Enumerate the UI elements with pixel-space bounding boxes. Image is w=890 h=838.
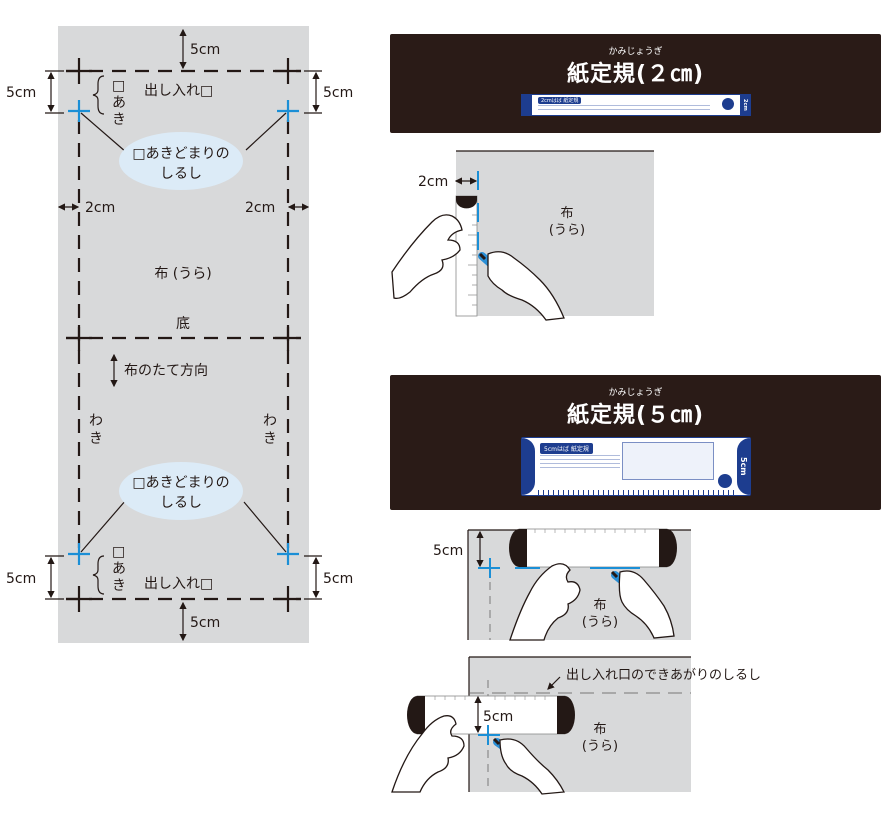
step2-dim-label: 5cm — [433, 543, 463, 559]
side-left-char2: き — [89, 431, 103, 447]
dim-top-label: 5cm — [190, 42, 220, 58]
side-right-char1: わ — [263, 413, 277, 429]
corner-marks — [66, 58, 301, 612]
ruler-5cm-image: 5cmはば 紙定規 5cm — [521, 437, 751, 496]
dim-bottom-label: 5cm — [190, 615, 220, 631]
side-right-char2: き — [263, 431, 277, 447]
dim-right-bottom-label: 5cm — [323, 571, 353, 587]
ruler-2cm-band: 2cmはば 紙定規 — [538, 97, 582, 104]
banner-2cm-ruler: かみじょうぎ 紙定規(２㎝) 2cmはば 紙定規 2cm — [390, 34, 881, 133]
brace-bottom — [92, 555, 105, 595]
bubble-top-line1: □あきどまりの — [132, 146, 229, 162]
step3-fabric-line1: 布 — [593, 722, 606, 737]
bubble-top-line2: しるし — [160, 166, 202, 182]
step1-fabric-line2: (うら) — [549, 223, 585, 238]
banner-2cm-title: 紙定規(２㎝) — [566, 62, 705, 87]
dim-right-top-label: 5cm — [323, 85, 353, 101]
opening-stop-marks — [68, 100, 299, 565]
ruler-2cm-image: 2cmはば 紙定規 2cm — [521, 94, 751, 116]
opening-top-char3: き — [112, 112, 126, 128]
dim-left-top-label: 5cm — [6, 85, 36, 101]
bubble-bottom-line1: □あきどまりの — [132, 475, 229, 491]
bottom-label: 底 — [176, 316, 190, 332]
banner-2cm-ruby: かみじょうぎ — [608, 47, 663, 57]
step3-right-hand — [499, 738, 566, 795]
step2-ruler — [518, 528, 668, 568]
step3-mark-label: 出し入れ口のできあがりのしるし — [566, 668, 761, 683]
banner-5cm-ruler: かみじょうぎ 紙定規(５㎝) 5cmはば 紙定規 5cm — [390, 375, 881, 510]
fabric-label: 布 (うら) — [154, 266, 211, 282]
banner-5cm-ruby: かみじょうぎ — [608, 388, 663, 398]
pocket-label-bottom: 出し入れ□ — [144, 576, 213, 592]
step3-fabric-line2: (うら) — [582, 739, 618, 754]
ruler-5cm-logo — [718, 474, 732, 488]
stop-mark-bubble-top — [119, 132, 243, 190]
ruler-2cm-logo — [722, 98, 734, 110]
ruler-5cm-band: 5cmはば 紙定規 — [540, 443, 593, 454]
step1-fabric — [456, 151, 654, 316]
ruler-5cm-end-left — [522, 438, 535, 495]
leader-lines — [80, 112, 287, 553]
ruler-2cm-end-left — [522, 95, 532, 115]
step2-left-hand — [509, 563, 581, 641]
opening-top-char1: □ — [112, 78, 125, 94]
step2-fabric-line1: 布 — [593, 598, 606, 613]
opening-bottom-char2: あ — [112, 561, 126, 577]
step2-right-hand — [618, 570, 675, 639]
step1-right-hand — [487, 251, 565, 321]
opening-bottom-char1: □ — [112, 544, 125, 560]
step1-dim-label: 2cm — [418, 174, 448, 190]
banner-5cm-title: 紙定規(５㎝) — [566, 403, 705, 428]
ruler-2cm-end-right: 2cm — [740, 95, 750, 115]
dim-side-left-label: 2cm — [85, 200, 115, 216]
brace-top — [92, 75, 105, 115]
step3-left-hand — [391, 715, 465, 793]
step1-fabric-line1: 布 — [560, 206, 573, 221]
ruler-5cm-illustration-panel — [622, 442, 714, 480]
dim-side-right-label: 2cm — [245, 200, 275, 216]
ruler-5cm-end-right: 5cm — [737, 438, 750, 495]
stop-mark-bubble-bottom — [119, 462, 243, 520]
bubble-bottom-line2: しるし — [160, 495, 202, 511]
pocket-label-top: 出し入れ□ — [144, 83, 213, 99]
opening-top-char2: あ — [112, 95, 126, 111]
step1-ruler — [455, 195, 478, 317]
step1-left-hand — [391, 214, 463, 300]
dim-left-bottom-label: 5cm — [6, 571, 36, 587]
grain-label: 布のたて方向 — [124, 363, 208, 379]
fabric-panel — [58, 26, 309, 643]
opening-bottom-char3: き — [112, 578, 126, 594]
step2-fabric-line2: (うら) — [582, 615, 618, 630]
step3-dim-label: 5cm — [483, 709, 513, 725]
side-left-char1: わ — [89, 413, 103, 429]
